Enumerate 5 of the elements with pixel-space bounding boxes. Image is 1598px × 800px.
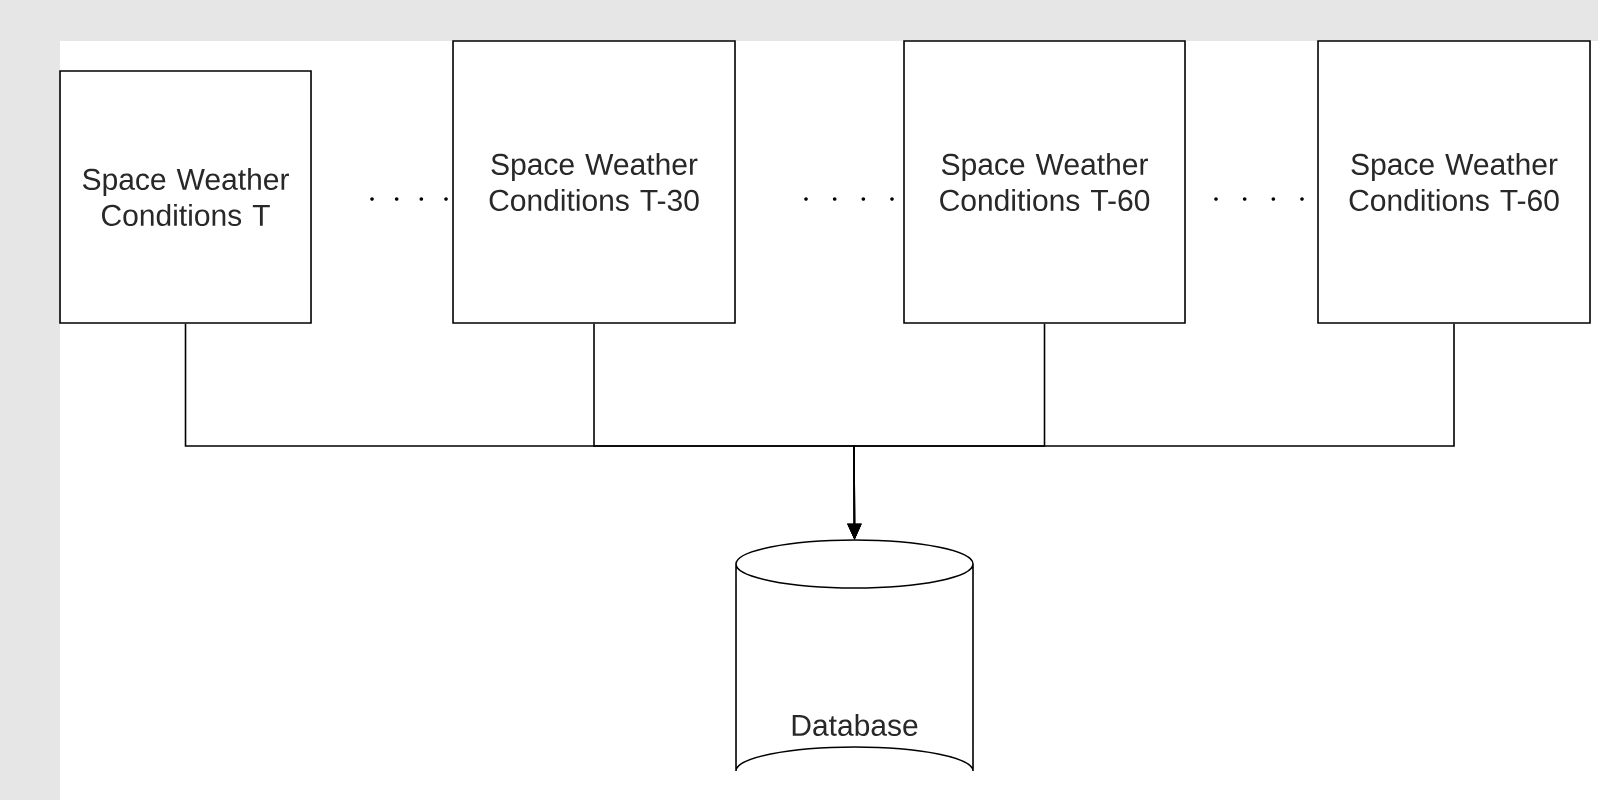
- process-box: Space Weather Conditions T-60: [1317, 40, 1591, 324]
- database-cylinder: Database: [735, 539, 974, 772]
- process-box: Space Weather Conditions T-30: [452, 40, 736, 324]
- process-box: Space Weather Conditions T: [59, 70, 312, 324]
- process-box: Space Weather Conditions T-60: [903, 40, 1186, 324]
